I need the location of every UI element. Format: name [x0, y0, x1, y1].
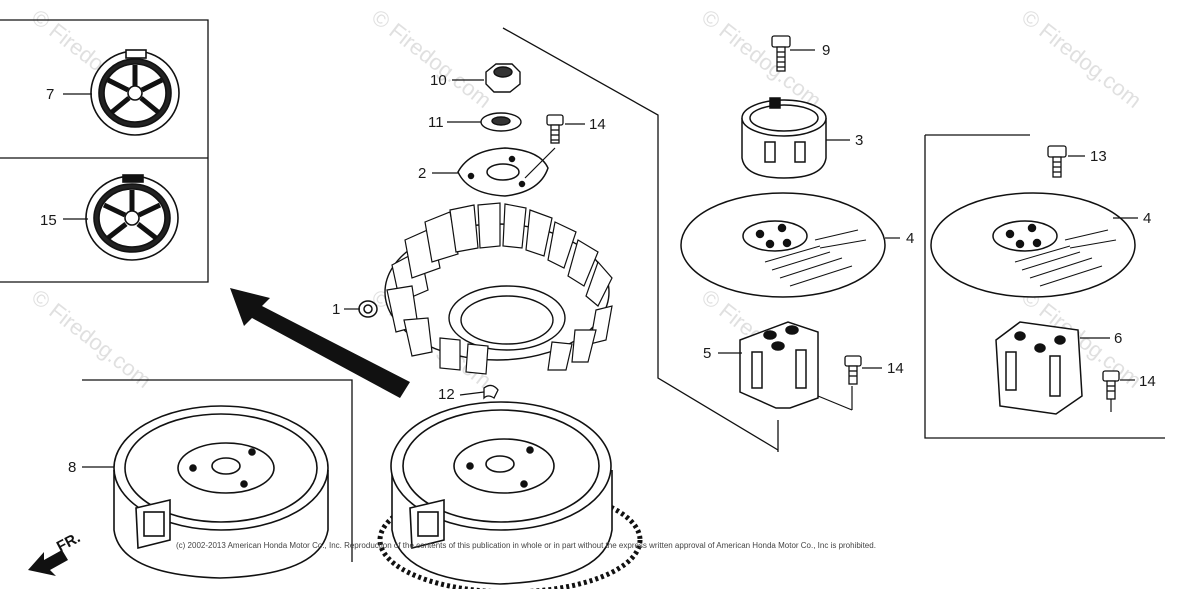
callout-15: 15 [40, 212, 57, 229]
front-direction-indicator: FR. [28, 529, 83, 576]
part-4-starter-disc-b [930, 192, 1136, 298]
watermark: © Firedog.com [697, 4, 826, 113]
watermark: © Firedog.com [1017, 4, 1146, 113]
watermark: © Firedog.com [27, 284, 156, 393]
leader-lines [63, 49, 1138, 468]
part-11-washer [480, 112, 522, 132]
callout-7: 7 [46, 86, 54, 103]
part-7-wheel-cover [90, 49, 180, 136]
part-10-nut [485, 63, 521, 93]
part-14-bolt-c [1102, 370, 1120, 400]
callout-4: 4 [1143, 210, 1151, 227]
callout-2: 2 [418, 165, 426, 182]
part-12-clip [483, 384, 499, 400]
part-13-bolt [1047, 145, 1067, 178]
callout-12: 12 [438, 386, 455, 403]
flywheel-ring-gear [377, 401, 643, 589]
part-4-starter-disc [680, 192, 886, 298]
callout-4: 4 [906, 230, 914, 247]
part-9-bolt [771, 35, 791, 72]
callout-1: 1 [332, 301, 340, 318]
callout-8: 8 [68, 459, 76, 476]
callout-3: 3 [855, 132, 863, 149]
part-6-guide [995, 321, 1083, 415]
part-8-flywheel [113, 405, 329, 579]
part-14-bolt-b [844, 355, 862, 385]
watermark: © Firedog.com [367, 4, 496, 113]
part-15-wheel-cover [85, 174, 179, 261]
cooling-fan [384, 202, 613, 375]
callout-14: 14 [887, 360, 904, 377]
part-3-starter-cup [741, 97, 827, 179]
callout-9: 9 [822, 42, 830, 59]
front-direction-label: FR. [54, 529, 83, 555]
part-2-plate [457, 147, 549, 197]
callout-11: 11 [428, 114, 444, 131]
callout-labels: 7 15 8 1 2 10 11 14 12 9 3 4 5 14 13 4 6… [40, 42, 1156, 476]
callout-6: 6 [1114, 330, 1122, 347]
callout-5: 5 [703, 345, 711, 362]
callout-14: 14 [1139, 373, 1156, 390]
callout-14: 14 [589, 116, 606, 133]
direction-arrow [230, 288, 410, 398]
frame-lines [0, 19, 1165, 562]
callout-10: 10 [430, 72, 447, 89]
copyright-notice: (c) 2002-2013 American Honda Motor Co., … [176, 541, 876, 550]
part-1-key [358, 300, 378, 318]
part-14-bolt [546, 114, 564, 144]
part-5-guide [739, 321, 819, 409]
callout-13: 13 [1090, 148, 1107, 165]
